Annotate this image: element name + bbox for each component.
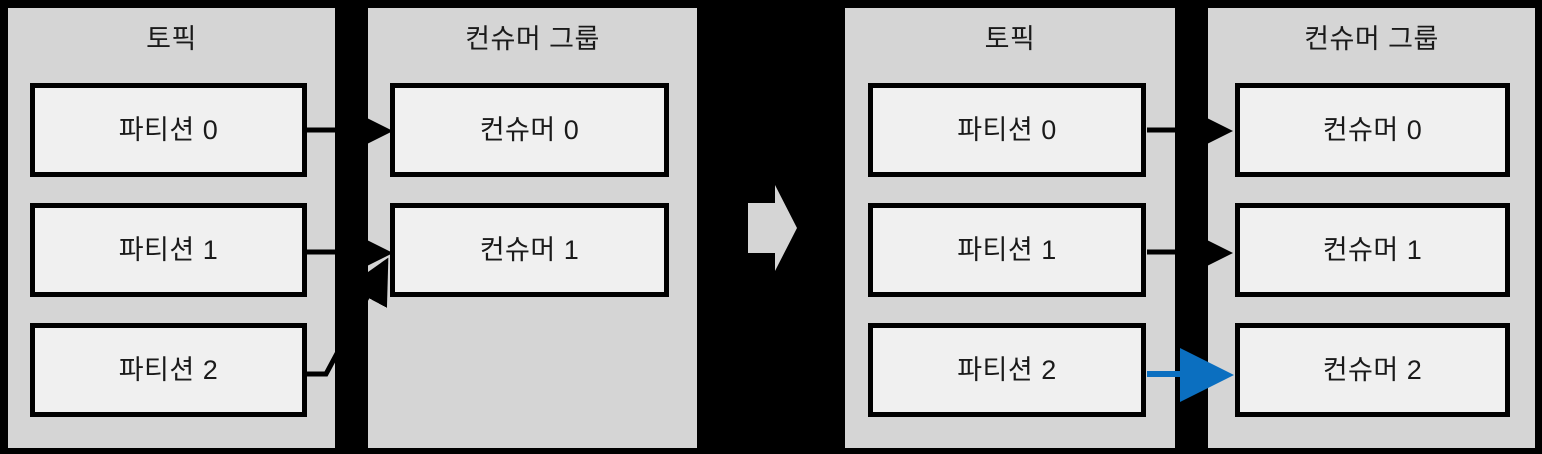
node-label: 컨슈머 0: [479, 115, 580, 145]
before-partition-1-node[interactable]: 파티션 1: [30, 203, 307, 297]
before-partition-2-node[interactable]: 파티션 2: [30, 323, 307, 417]
node-label: 파티션 0: [957, 115, 1057, 145]
after-partition-2-node[interactable]: 파티션 2: [868, 323, 1146, 417]
before-consumer-0-node[interactable]: 컨슈머 0: [390, 83, 669, 177]
after-consumer-0-node[interactable]: 컨슈머 0: [1235, 83, 1510, 177]
after-consumer-group-panel: 컨슈머 그룹 컨슈머 0 컨슈머 1 컨슈머 2: [1208, 8, 1535, 448]
node-label: 파티션 2: [118, 355, 219, 385]
before-topic-panel-title: 토픽: [146, 24, 197, 54]
after-topic-panel: 토픽 파티션 0 파티션 1 파티션 2: [845, 8, 1175, 448]
after-topic-panel-title: 토픽: [984, 24, 1036, 54]
before-partition-0-node[interactable]: 파티션 0: [30, 83, 307, 177]
before-consumer-group-panel-title: 컨슈머 그룹: [465, 24, 600, 54]
node-label: 컨슈머 1: [479, 235, 580, 265]
before-consumer-1-node[interactable]: 컨슈머 1: [390, 203, 669, 297]
after-partition-1-node[interactable]: 파티션 1: [868, 203, 1146, 297]
before-consumer-group-panel: 컨슈머 그룹 컨슈머 0 컨슈머 1: [368, 8, 697, 448]
node-label: 파티션 1: [118, 235, 219, 265]
after-consumer-1-node[interactable]: 컨슈머 1: [1235, 203, 1510, 297]
after-consumer-2-node[interactable]: 컨슈머 2: [1235, 323, 1510, 417]
before-topic-panel: 토픽 파티션 0 파티션 1 파티션 2: [8, 8, 335, 448]
after-partition-0-node[interactable]: 파티션 0: [868, 83, 1146, 177]
node-label: 컨슈머 0: [1322, 115, 1423, 145]
node-label: 컨슈머 1: [1322, 235, 1423, 265]
node-label: 파티션 1: [957, 235, 1057, 265]
node-label: 컨슈머 2: [1322, 355, 1423, 385]
node-label: 파티션 0: [118, 115, 219, 145]
after-consumer-group-panel-title: 컨슈머 그룹: [1304, 24, 1439, 54]
transition-block-arrow-icon: [748, 185, 797, 271]
node-label: 파티션 2: [957, 355, 1057, 385]
